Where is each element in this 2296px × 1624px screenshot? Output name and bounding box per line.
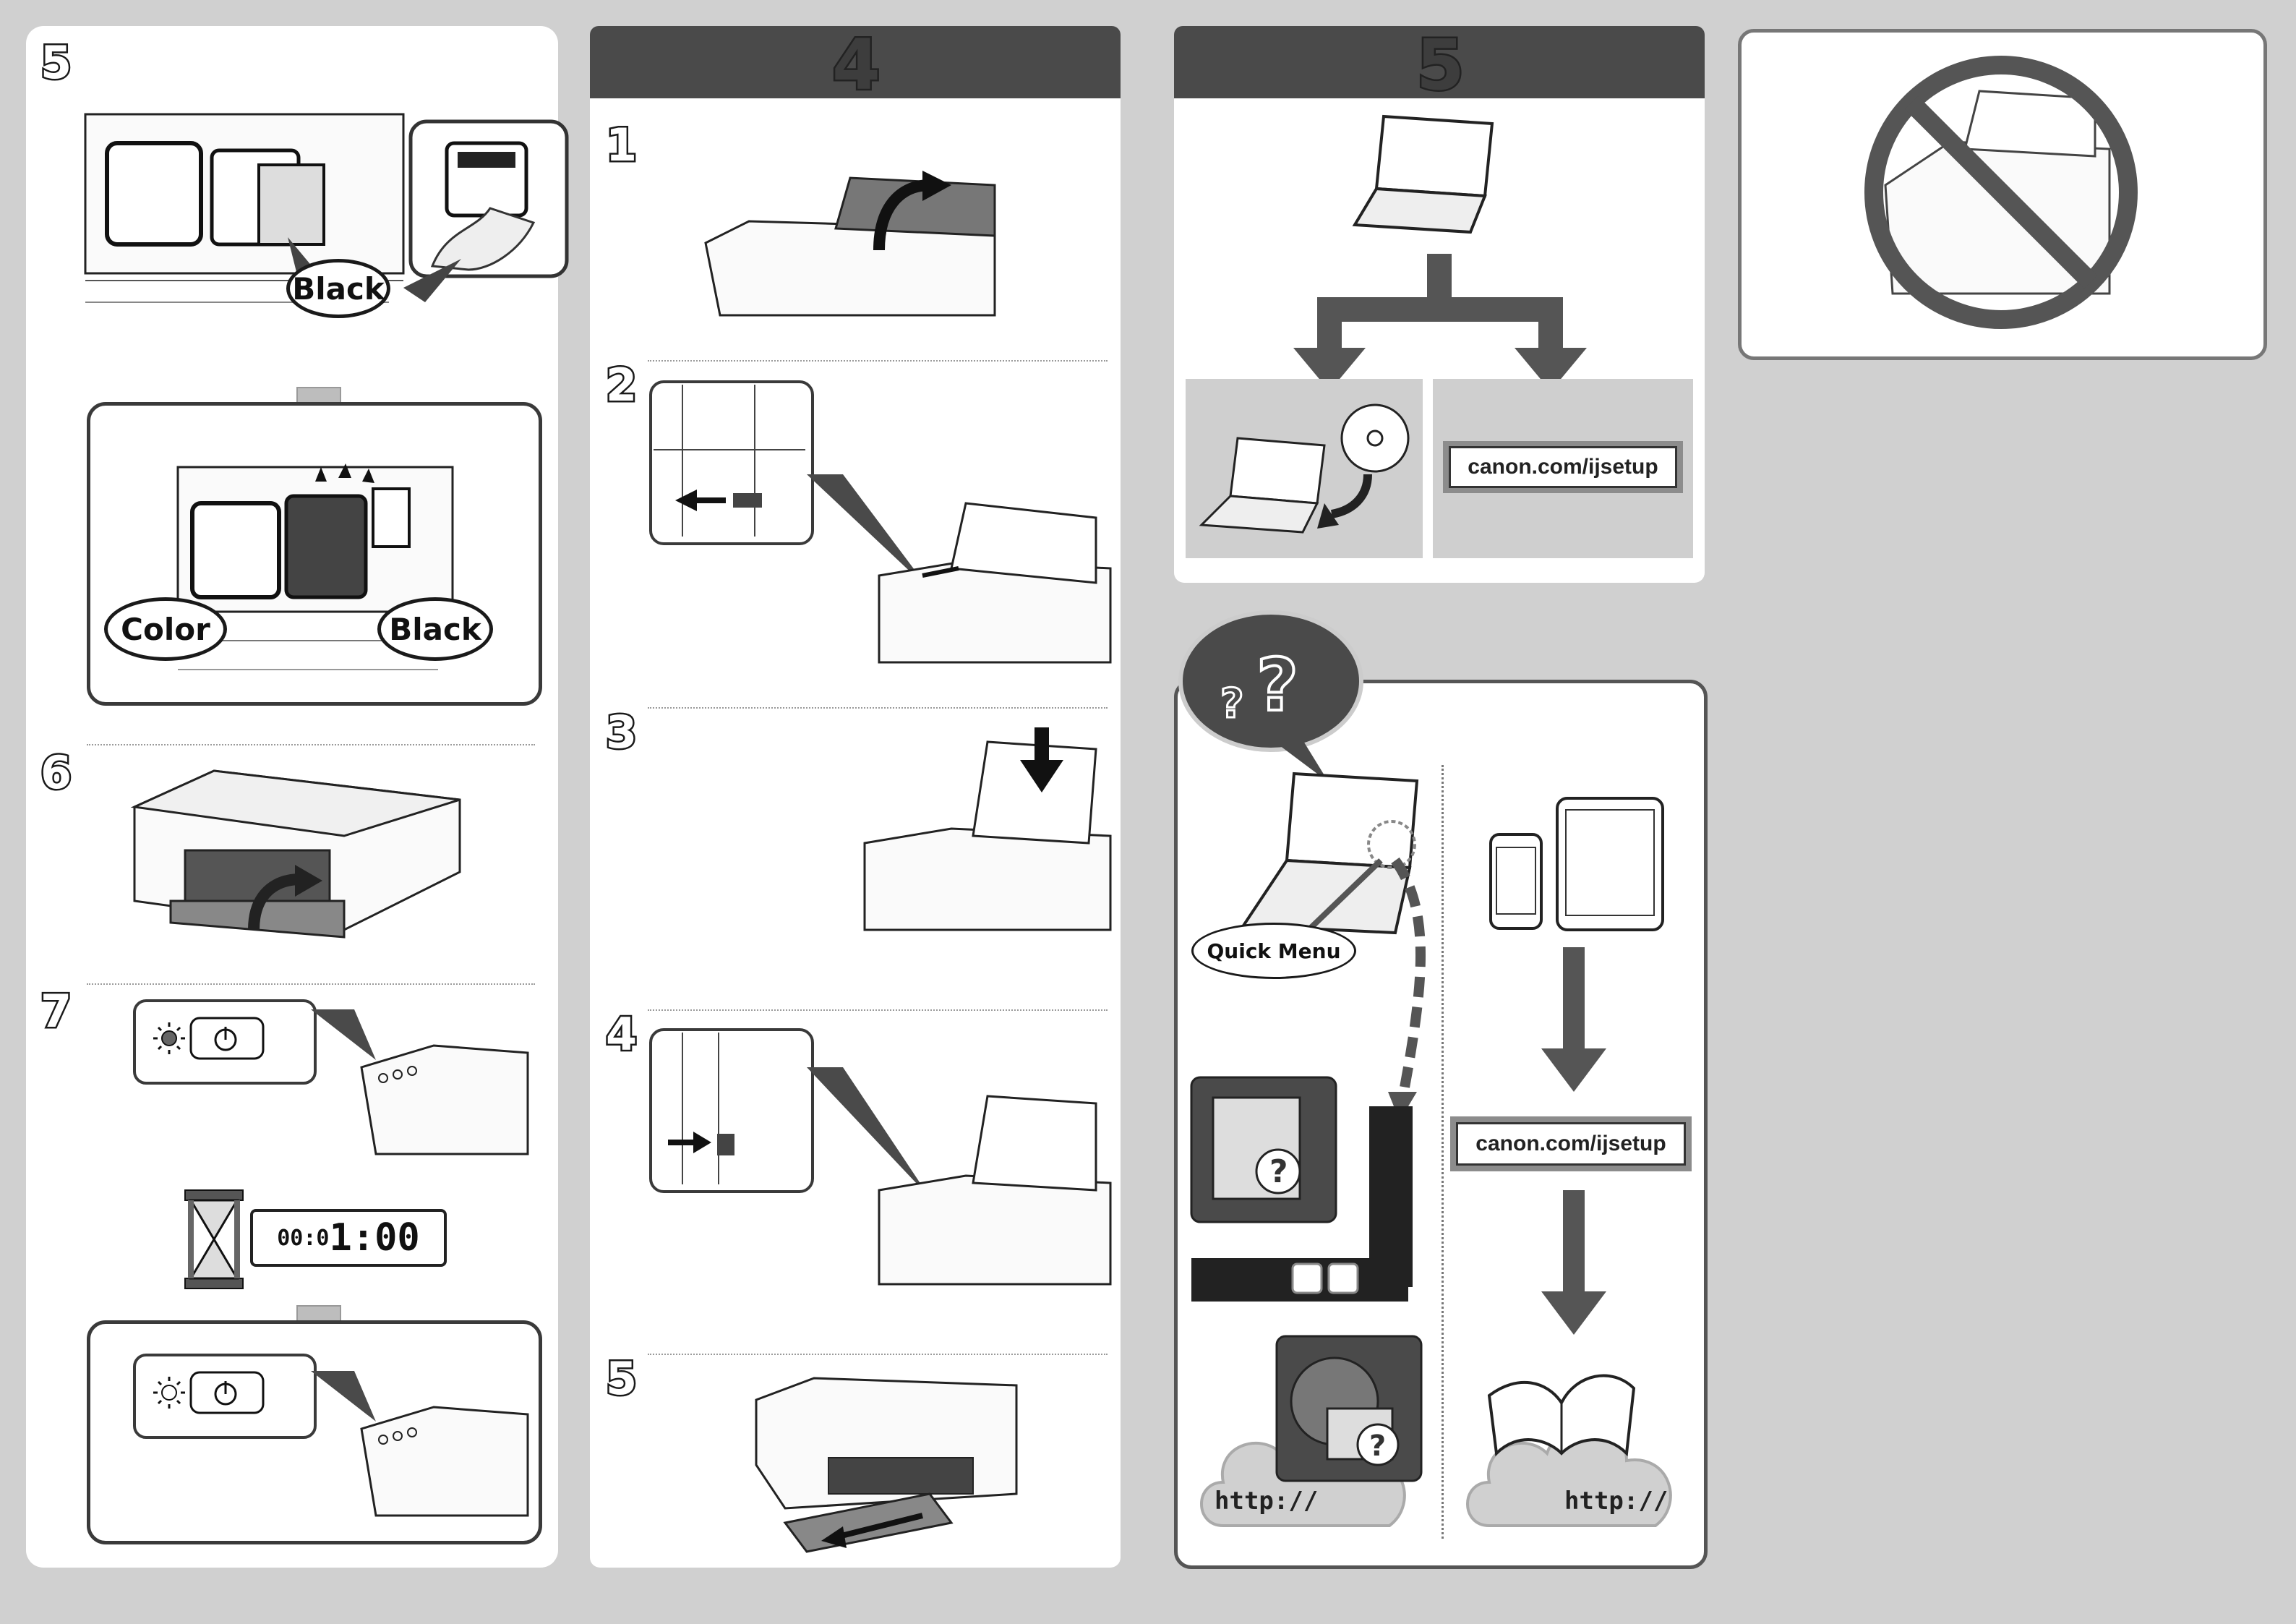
cd-icon bbox=[1194, 388, 1411, 547]
open-paper-support-illustration bbox=[706, 163, 1009, 337]
paper-guide-zoom-2-detail bbox=[654, 1033, 813, 1192]
help-divider bbox=[1442, 765, 1444, 1539]
svg-text:?: ? bbox=[1369, 1429, 1386, 1463]
paper-step-2: 2 bbox=[606, 359, 637, 411]
down-arrow-help-2 bbox=[1541, 1190, 1606, 1335]
http-left: http:// bbox=[1215, 1487, 1318, 1516]
svg-text:?: ? bbox=[1220, 680, 1243, 727]
help-url-frame: canon.com/ijsetup bbox=[1450, 1116, 1692, 1171]
paper-step-4: 4 bbox=[606, 1008, 637, 1061]
divider-2 bbox=[87, 983, 535, 985]
dashed-link bbox=[1374, 853, 1446, 1114]
software-panel: 5 canon.com/ijsetup bbox=[1174, 26, 1705, 583]
paper-panel: 4 1 2 3 4 bbox=[590, 26, 1121, 1568]
load-paper-illustration bbox=[792, 720, 1110, 937]
hourglass-icon bbox=[185, 1190, 243, 1291]
black-label-top: Black bbox=[286, 259, 390, 318]
book-icon bbox=[1482, 1352, 1641, 1461]
paper-divider-3 bbox=[648, 1009, 1108, 1011]
branch-arrows bbox=[1282, 254, 1601, 398]
power-icon-lit bbox=[149, 1356, 279, 1429]
step-number-7: 7 bbox=[40, 985, 72, 1038]
tablet-icon bbox=[1554, 795, 1670, 933]
paper-guide-illustration-2 bbox=[807, 1067, 1110, 1284]
http-right: http:// bbox=[1564, 1487, 1668, 1516]
prohibited-icon bbox=[1864, 55, 2138, 330]
smartphone-icon bbox=[1488, 832, 1546, 933]
software-url-frame: canon.com/ijsetup bbox=[1443, 441, 1683, 493]
help-url[interactable]: canon.com/ijsetup bbox=[1456, 1122, 1686, 1166]
paper-guide-zoom-1-detail bbox=[654, 385, 813, 544]
software-panel-header: 5 bbox=[1174, 26, 1705, 98]
step-number-5: 5 bbox=[40, 36, 72, 89]
cartridge-panel: 5 Black Color Black 6 bbox=[26, 26, 558, 1568]
timer-display: 00:0 1:00 bbox=[250, 1209, 447, 1267]
svg-text:?: ? bbox=[1269, 1153, 1288, 1190]
paper-header-number: 4 bbox=[832, 25, 881, 106]
paper-step-5: 5 bbox=[606, 1352, 637, 1405]
divider-1 bbox=[87, 744, 535, 745]
laptop-icon bbox=[1355, 116, 1499, 232]
power-icon bbox=[149, 1002, 221, 1074]
software-url[interactable]: canon.com/ijsetup bbox=[1449, 446, 1677, 488]
timer-large: 1:00 bbox=[330, 1216, 420, 1260]
paper-divider-2 bbox=[648, 707, 1108, 709]
printer-panel-illustration-2 bbox=[311, 1371, 542, 1516]
globe-book-icon: ? bbox=[1277, 1336, 1428, 1488]
question-bubble: ? ? bbox=[1177, 609, 1379, 782]
paper-panel-header: 4 bbox=[590, 26, 1121, 98]
printer-panel-illustration-1 bbox=[311, 1009, 542, 1154]
paper-divider-4 bbox=[648, 1354, 1108, 1355]
quick-menu-toolbar: ? bbox=[1191, 1077, 1452, 1294]
step-number-6: 6 bbox=[40, 746, 72, 799]
software-header-number: 5 bbox=[1416, 25, 1465, 106]
paper-step-1: 1 bbox=[606, 119, 637, 171]
color-label: Color bbox=[104, 597, 227, 661]
close-cover-illustration bbox=[127, 756, 467, 952]
down-arrow-help-1 bbox=[1541, 947, 1606, 1092]
open-output-tray-illustration bbox=[756, 1364, 1031, 1552]
paper-step-3: 3 bbox=[606, 706, 637, 758]
paper-divider-1 bbox=[648, 360, 1108, 362]
paper-guide-illustration-1 bbox=[807, 474, 1110, 662]
timer-small: 00:0 bbox=[277, 1226, 329, 1251]
svg-text:?: ? bbox=[1256, 643, 1298, 727]
quick-menu-label[interactable]: Quick Menu bbox=[1191, 923, 1356, 979]
black-label-bottom: Black bbox=[377, 597, 493, 661]
